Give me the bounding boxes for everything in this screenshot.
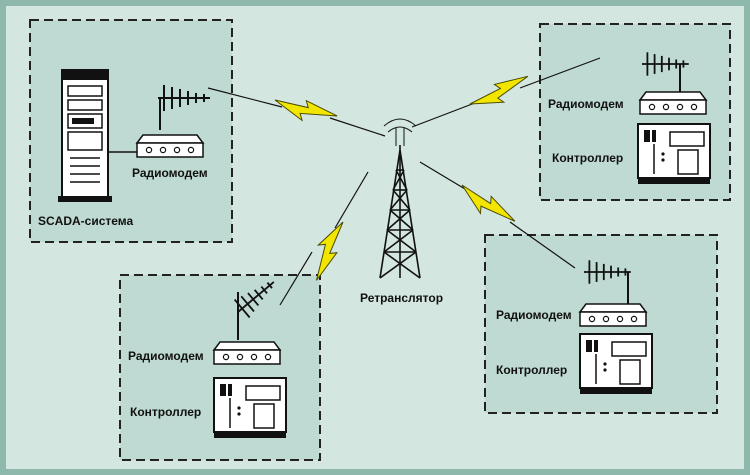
scada-server-icon bbox=[58, 69, 137, 202]
controller-icon bbox=[579, 333, 653, 395]
lightning-icon bbox=[466, 71, 534, 115]
radio-modem-icon bbox=[579, 303, 647, 327]
repeater-label: Ретранслятор bbox=[360, 291, 443, 305]
scada-system-label: SCADA-система bbox=[38, 214, 134, 228]
radio-modem-icon bbox=[213, 341, 281, 365]
site-3-modem-label: Радиомодем bbox=[128, 349, 204, 363]
lightning-icon bbox=[271, 90, 340, 131]
controller-icon bbox=[637, 123, 711, 185]
scada-box bbox=[29, 19, 233, 243]
lightning-icon bbox=[454, 177, 519, 234]
radio-modem-icon bbox=[136, 134, 204, 158]
site-2-controller-label: Контроллер bbox=[496, 363, 567, 377]
radio-links bbox=[207, 57, 601, 306]
site-2-modem-label: Радиомодем bbox=[496, 308, 572, 322]
scada-modem-label: Радиомодем bbox=[132, 166, 208, 180]
lightning-icon bbox=[302, 216, 352, 284]
site-3-controller-label: Контроллер bbox=[130, 405, 201, 419]
repeater-tower-icon bbox=[379, 118, 421, 279]
radio-modem-icon bbox=[639, 91, 707, 115]
site-1-controller-label: Контроллер bbox=[552, 151, 623, 165]
controller-icon bbox=[213, 377, 287, 439]
site-1-modem-label: Радиомодем bbox=[548, 97, 624, 111]
